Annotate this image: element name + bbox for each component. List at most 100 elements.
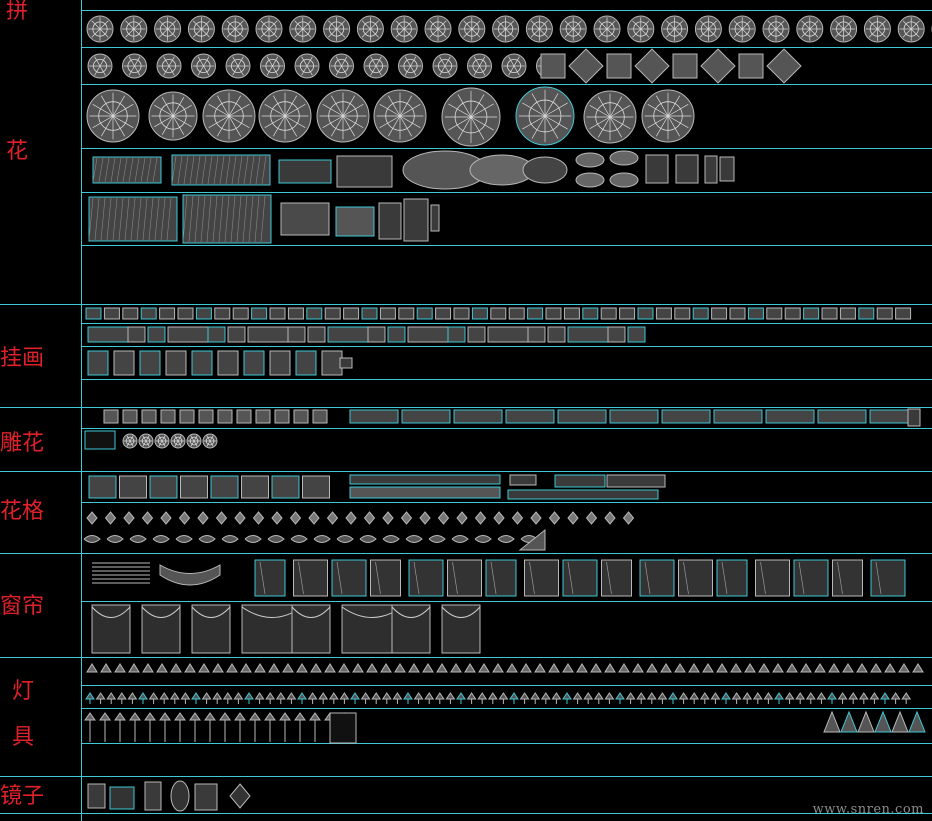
panel-symbol [271,475,300,499]
panel-symbol [361,307,378,320]
medallion-spoke [801,20,811,30]
medallion-spoke [112,103,134,117]
medallion-inner-ring [214,101,244,131]
medallion-spoke [154,115,174,128]
medallion-inner-ring [189,436,199,446]
medallion-inner-ring [161,59,176,74]
section-divider [0,776,932,777]
light-fixture-symbol [95,692,106,704]
medallion-inner-ring [595,102,625,132]
scroll-ornament [520,535,538,543]
medallion-spoke [328,28,337,38]
panel-hatch [112,197,118,241]
panel-symbol [435,307,452,320]
medallion-inner-ring [196,59,211,74]
panel-hatch [122,157,128,183]
panel-symbol [329,712,357,744]
chandelier-symbol [394,663,406,673]
light-fixture-symbol [551,692,562,704]
panel-symbol [269,307,286,320]
panel-symbol [324,307,341,320]
medallion-spoke [301,65,308,76]
panel-symbol [236,409,252,424]
medallion-spoke [572,20,582,30]
light-fixture-symbol [487,692,498,704]
grid-line [81,685,932,686]
panel-symbol [88,475,117,499]
chandelier-symbol [366,663,378,673]
chandelier-symbol [212,663,224,673]
panel-symbol [87,350,109,376]
ornament-symbol [493,511,505,525]
medallion-inner-ring [802,21,818,37]
scroll-ornament [497,535,515,543]
category-label-pin: 拼 [6,0,29,24]
panel-symbol [214,307,231,320]
light-fixture-symbol [816,692,827,704]
medallion-spoke [168,65,175,76]
medallion-inner-ring [506,59,521,74]
panel-symbol [171,154,271,186]
medallion-spoke [172,104,192,117]
medallion-spoke [203,56,210,67]
panel-symbol [232,307,249,320]
medallion-spoke [439,56,446,67]
medallion-spoke [159,28,168,38]
tile-symbol [766,48,802,84]
panel-symbol [191,350,213,376]
medallion-symbol [373,89,427,143]
medallion-symbol [122,433,138,449]
light-fixture-symbol [180,692,191,704]
medallion-symbol [154,15,182,43]
grid-line [81,743,932,744]
panel-symbol [147,326,166,343]
medallion-spoke [589,104,611,118]
panel-symbol [217,350,239,376]
oval-mirror [170,780,190,812]
medallion-spoke [699,28,709,38]
medallion-inner-ring [295,21,311,37]
panel-symbol [349,486,501,499]
light-fixture-symbol [403,692,413,704]
light-fixture-symbol [392,692,403,704]
medallion-inner-ring [93,59,108,74]
curtain-fold [606,561,612,595]
medallion-spoke [647,115,669,129]
category-label-chuanglian: 窗帘 [0,594,45,619]
medallion-spoke [471,28,481,38]
medallion-symbol [289,15,317,43]
panel-hatch [195,155,201,185]
medallion-spoke [589,116,611,130]
chandelier-symbol [282,663,294,673]
curtain-fold [336,561,343,595]
medallion-spoke [809,28,819,38]
panel-hatch [98,157,104,183]
panel-symbol [287,326,306,343]
medallion-spoke [609,96,623,118]
medallion-inner-ring [125,436,135,446]
panel-hatch [255,155,261,185]
panel-symbol [755,559,790,597]
panel-symbol [84,430,116,450]
medallion-spoke [479,56,486,67]
medallion-symbol [191,53,216,79]
medallion-symbol [86,15,114,43]
curtain-fold [375,561,381,595]
panel-hatch [134,157,140,183]
floor-lamp-shade [339,712,351,721]
medallion-symbol [762,15,790,43]
light-fixture-symbol [106,692,117,704]
light-fixture-symbol [381,692,392,704]
light-fixture-symbol [445,692,456,704]
ornament-symbol [604,511,616,525]
chandelier-symbol [800,663,812,673]
grid-line [81,708,932,709]
panel-symbol [306,307,323,320]
panel-symbol [716,559,748,597]
medallion-spoke [342,115,364,129]
scroll-ornament [336,535,354,543]
medallion-symbol [221,15,249,43]
panel-symbol [387,326,406,343]
panel-symbol [179,409,195,424]
medallion-spoke [268,20,278,30]
